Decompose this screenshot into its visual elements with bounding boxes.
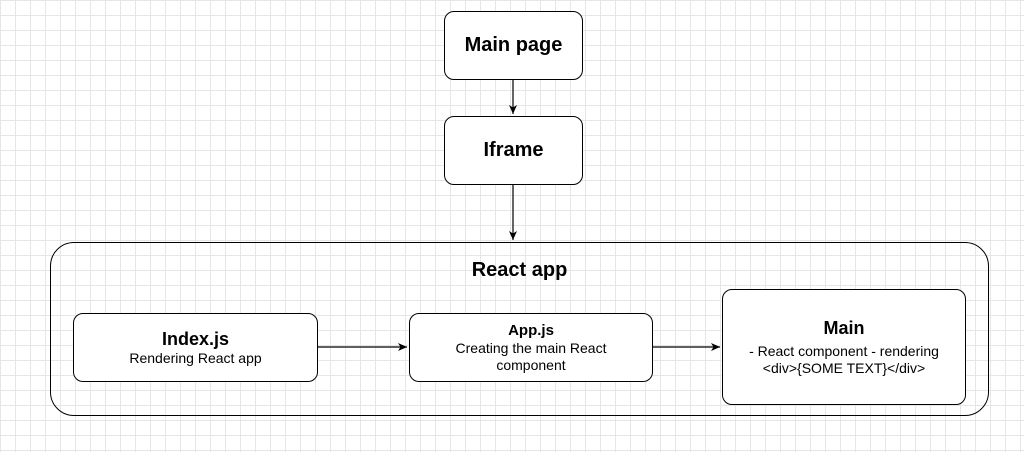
index-js-node: Index.js Rendering React app (73, 313, 318, 382)
main-page-node: Main page (444, 11, 583, 80)
app-js-description-line1: Creating the main React (455, 340, 607, 356)
react-app-title: React app (471, 259, 568, 281)
main-component-node: Main - React component - rendering <div>… (722, 289, 966, 405)
main-component-description-line1: - React component - rendering (749, 343, 939, 359)
main-page-label: Main page (464, 34, 563, 56)
app-js-title: App.js (508, 322, 554, 339)
main-component-description-line2: <div>{SOME TEXT}</div> (762, 360, 926, 376)
app-js-description-line2: component (496, 357, 566, 373)
index-js-description: Rendering React app (129, 350, 262, 366)
app-js-node: App.js Creating the main React component (409, 313, 653, 382)
main-component-title: Main (823, 318, 865, 338)
iframe-node: Iframe (444, 116, 583, 185)
index-js-title: Index.js (161, 329, 230, 349)
iframe-label: Iframe (483, 139, 544, 161)
react-app-container: React app (50, 242, 989, 416)
